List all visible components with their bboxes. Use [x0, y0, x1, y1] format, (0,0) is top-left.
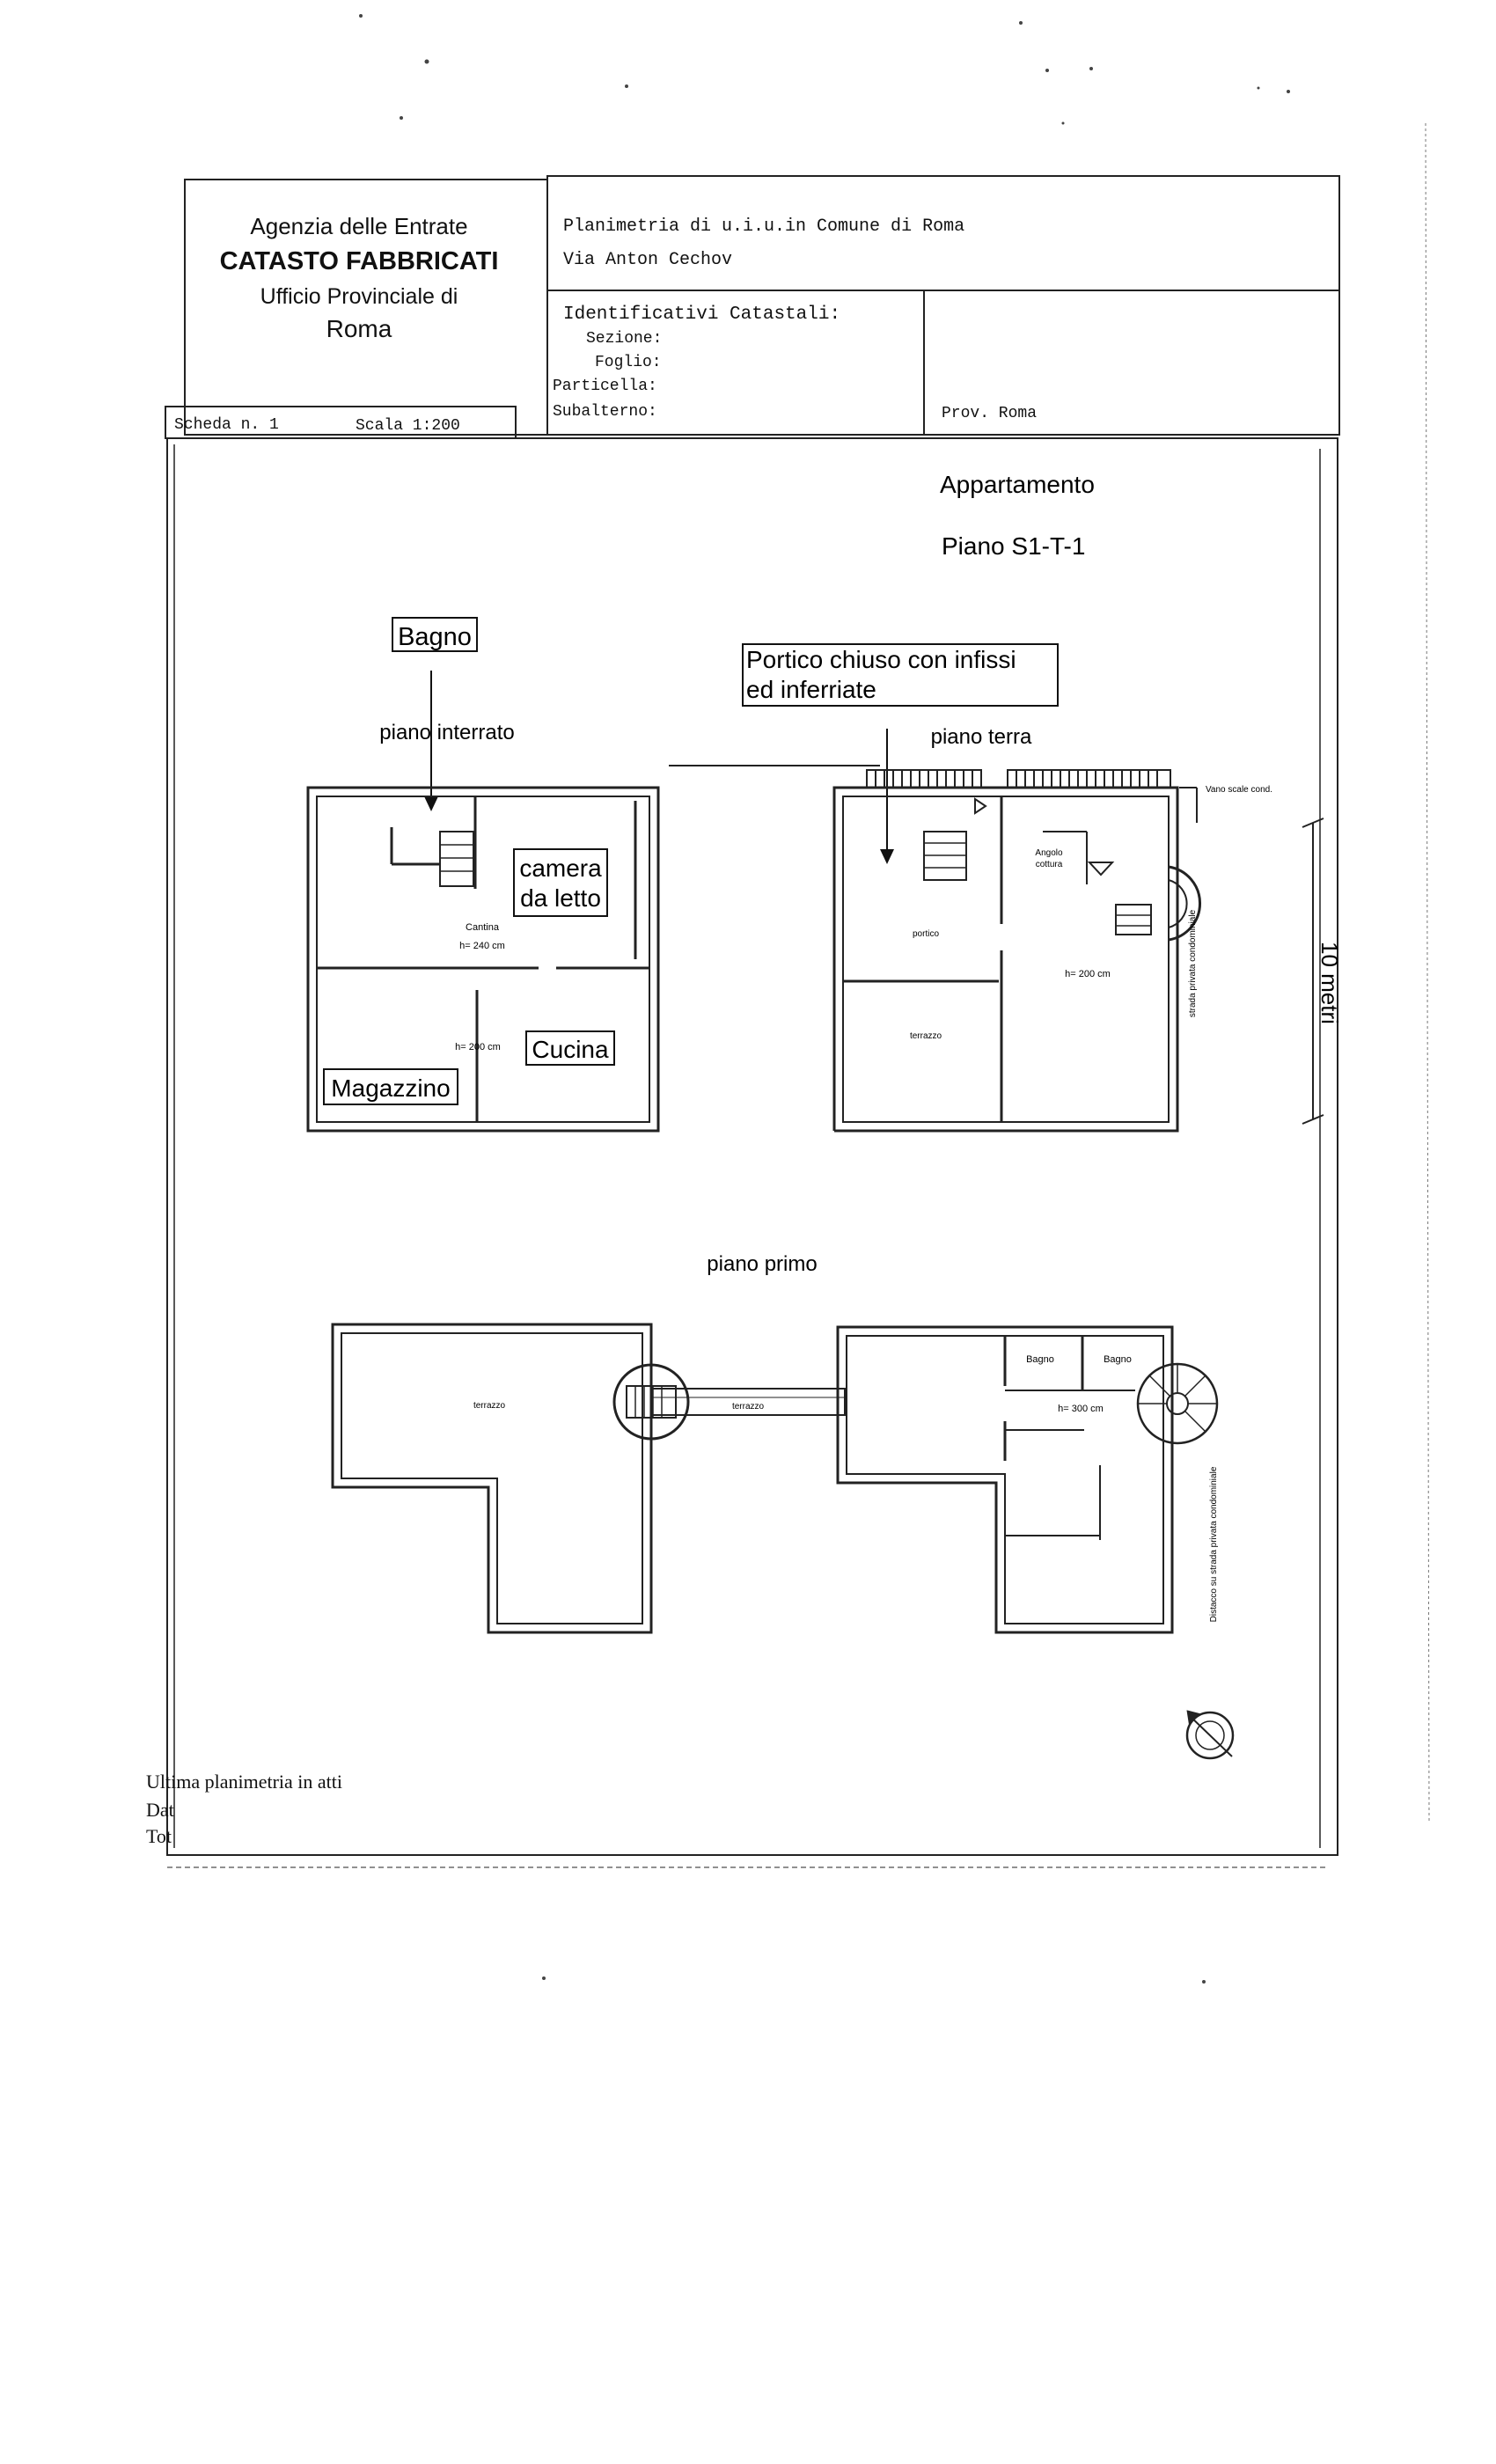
scale-bar-tick-bottom — [1302, 1114, 1324, 1125]
identifiers-title: Identificativi Catastali: — [563, 304, 840, 325]
terrazzo-room-label: terrazzo — [910, 1031, 942, 1041]
first-terrace-inner — [341, 1332, 643, 1624]
sezione-label: Sezione: — [586, 330, 662, 348]
ground-stair-2 — [1115, 904, 1152, 935]
angolo-label-line1: Angolo — [1035, 848, 1063, 858]
ground-door-marker — [974, 797, 987, 815]
scala-label: Scala 1:200 — [356, 417, 460, 435]
first-title: piano primo — [707, 1252, 817, 1276]
identifiers-box — [546, 175, 1340, 436]
portico-callout-line1: Portico chiuso con infissi — [746, 646, 1016, 673]
bagno-arrow-head — [424, 796, 438, 811]
unit-type: Appartamento — [940, 471, 1095, 498]
portico-callout-line2: ed inferriate — [746, 676, 876, 703]
footer-text: Ultima planimetria in atti Dat Tot — [146, 1771, 342, 1847]
plan-title: Planimetria di u.i.u.in Comune di Roma — [563, 216, 964, 237]
portico-arrow-head — [880, 849, 894, 864]
first-floor-plan: piano primo — [331, 1252, 1219, 1634]
scale-bar-tick-top — [1302, 818, 1324, 828]
camera-label-line1: camera — [519, 854, 602, 882]
camera-label-box — [513, 848, 608, 917]
first-bagno-1: Bagno — [1026, 1354, 1054, 1365]
basement-inner-wall — [316, 796, 650, 1123]
first-round-stair — [612, 1363, 690, 1441]
ground-outer-wall — [832, 786, 1179, 1133]
scheda-label: Scheda n. 1 — [174, 416, 279, 434]
first-apartment-inner — [846, 1335, 1164, 1624]
cantina-label: Cantina — [466, 922, 500, 933]
footer-line-2: Dat — [146, 1799, 174, 1821]
bagno-callout-text: Bagno — [398, 623, 472, 651]
address: Via Anton Cechov — [563, 250, 732, 270]
city-label: Roma — [326, 315, 392, 342]
plan-frame — [166, 122, 1430, 1868]
footer-line-3: Tot — [146, 1825, 172, 1847]
first-terrace-outer — [331, 1323, 653, 1634]
portico-room-label: portico — [913, 929, 939, 939]
north-arrow-icon — [1185, 1710, 1235, 1760]
floor-designation: Piano S1-T-1 — [942, 532, 1085, 560]
ground-railings — [866, 769, 1171, 788]
strada-label: strada privata condominiale — [1188, 909, 1198, 1017]
first-terrazzo-mid: terrazzo — [732, 1402, 765, 1412]
scan-edge-line — [1425, 122, 1430, 1822]
first-height-300: h= 300 cm — [1058, 1404, 1104, 1414]
camera-label-line2: da letto — [520, 884, 601, 912]
portico-callout-box — [742, 643, 1059, 707]
ufficio-label: Ufficio Provinciale di — [260, 284, 458, 309]
basement-outer-wall — [306, 786, 660, 1133]
header-block — [165, 175, 1340, 439]
ground-stair-bay — [1168, 865, 1201, 942]
angolo-label-line2: cottura — [1036, 860, 1063, 869]
first-corridor — [650, 1388, 846, 1416]
plan-frame-outer — [166, 437, 1338, 1856]
vano-scale-label: Vano scale cond. — [1206, 785, 1272, 795]
basement-stair — [439, 831, 474, 887]
distacco-label: Distacco su strada privata condominiale — [1209, 1466, 1219, 1622]
bagno-callout-box — [392, 617, 478, 652]
basement-plan: Bagno piano interrato camera da letto Ca… — [306, 617, 660, 1133]
agency-name: Agenzia delle Entrate — [250, 213, 467, 239]
basement-height-240: h= 240 cm — [459, 941, 505, 951]
ground-title: piano terra — [931, 725, 1032, 749]
ground-floor-plan: Portico chiuso con infissi ed inferriate… — [669, 643, 1272, 1133]
first-terrazzo-left: terrazzo — [473, 1401, 506, 1411]
first-bagno-2: Bagno — [1104, 1354, 1132, 1365]
scale-bar-label: 10 metri — [1316, 942, 1343, 1024]
magazzino-label: Magazzino — [331, 1074, 450, 1102]
scan-specks — [359, 14, 1290, 1984]
ground-inner-wall — [842, 796, 1170, 1123]
basement-title: piano interrato — [379, 721, 514, 744]
particella-label: Particella: — [553, 378, 657, 395]
cucina-label: Cucina — [532, 1036, 609, 1063]
last-plan-note: Ultima planimetria in atti — [146, 1771, 342, 1793]
cucina-label-box — [525, 1030, 615, 1066]
ground-height-200: h= 200 cm — [1065, 969, 1111, 979]
agency-text: Agenzia delle Entrate CATASTO FABBRICATI… — [220, 213, 499, 342]
province-label: Prov. Roma — [942, 405, 1037, 422]
scale-bar — [1302, 818, 1324, 1125]
first-apartment-outer — [836, 1325, 1174, 1634]
magazzino-label-box — [323, 1068, 458, 1105]
foglio-label: Foglio: — [595, 354, 662, 371]
identifiers-text: Planimetria di u.i.u.in Comune di Roma V… — [174, 216, 1037, 435]
subalterno-label: Subalterno: — [553, 403, 657, 421]
catasto-title: CATASTO FABBRICATI — [220, 247, 499, 275]
basement-height-200: h= 200 cm — [455, 1042, 501, 1052]
ground-triangle-marker — [1087, 862, 1115, 876]
